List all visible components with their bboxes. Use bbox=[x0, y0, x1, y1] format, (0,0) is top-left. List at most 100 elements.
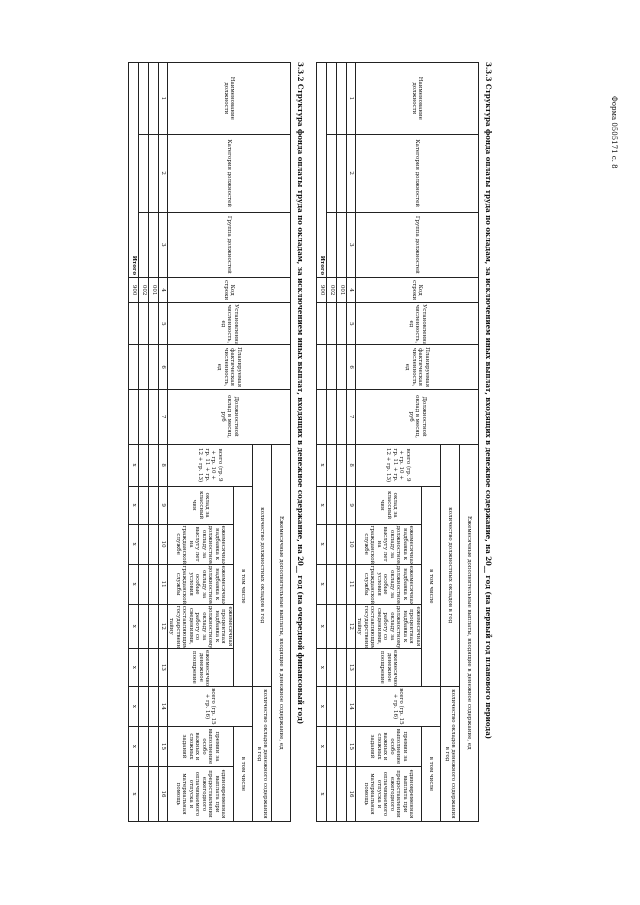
cell-position-category[interactable] bbox=[138, 134, 149, 213]
col-header-class-rank: оклад за классный чин bbox=[355, 486, 422, 525]
col-number: 14 bbox=[158, 686, 168, 727]
cell-value[interactable] bbox=[138, 648, 149, 687]
cell-value[interactable] bbox=[326, 766, 337, 822]
salary-structure-table-2: Наименование должности Категория должнос… bbox=[316, 62, 479, 822]
cell-value[interactable] bbox=[326, 648, 337, 687]
cell-position-name[interactable] bbox=[326, 62, 337, 135]
cell-value[interactable] bbox=[326, 389, 337, 445]
cell-value[interactable] bbox=[138, 444, 149, 487]
table-caption: 3.3.3 Структура фонда оплаты труда по ок… bbox=[484, 62, 493, 740]
cell-value[interactable] bbox=[128, 344, 139, 390]
cell-value[interactable] bbox=[148, 389, 159, 445]
cell-value[interactable] bbox=[326, 302, 337, 345]
cell-value[interactable] bbox=[326, 344, 337, 390]
col-number: 15 bbox=[158, 726, 168, 767]
cell-position-category[interactable] bbox=[148, 134, 159, 213]
cell-value[interactable] bbox=[128, 302, 139, 345]
cell-position-name[interactable] bbox=[148, 62, 159, 135]
col-header-bonus: ежемесячное денежное поощрение bbox=[355, 648, 422, 687]
cell-position-name[interactable] bbox=[138, 62, 149, 135]
cell-value[interactable] bbox=[138, 686, 149, 727]
col-number: 1 bbox=[346, 62, 356, 135]
col-header-in-that-number: в том числе bbox=[233, 486, 253, 687]
total-label: Итого bbox=[316, 62, 327, 278]
col-header-established-staff: Установленная численность, ед bbox=[167, 302, 291, 345]
cell-value[interactable] bbox=[148, 524, 159, 565]
cell-value[interactable] bbox=[316, 344, 327, 390]
cell-position-group[interactable] bbox=[148, 212, 159, 278]
col-header-class-rank: оклад за классный чин bbox=[167, 486, 234, 525]
cell-value[interactable] bbox=[326, 486, 337, 525]
cell-value[interactable] bbox=[326, 564, 337, 605]
col-number: 11 bbox=[158, 564, 168, 605]
cell-value[interactable] bbox=[336, 686, 347, 727]
total-row: Итого 900 x x x x x x x x x bbox=[128, 62, 139, 822]
cell-value[interactable] bbox=[148, 766, 159, 822]
col-header-premium: премии за выполнение особо важных и слож… bbox=[167, 726, 234, 767]
cell-position-group[interactable] bbox=[138, 212, 149, 278]
cell-value[interactable] bbox=[336, 444, 347, 487]
cell-mark: x bbox=[316, 686, 327, 727]
cell-value[interactable] bbox=[326, 686, 337, 727]
table-row: 002 bbox=[326, 62, 337, 822]
cell-position-name[interactable] bbox=[336, 62, 347, 135]
col-header-special-conditions: ежемесячная надбавка к должностному окла… bbox=[167, 564, 234, 605]
cell-value[interactable] bbox=[316, 302, 327, 345]
cell-value[interactable] bbox=[336, 726, 347, 767]
cell-value[interactable] bbox=[148, 604, 159, 649]
cell-value[interactable] bbox=[138, 344, 149, 390]
cell-value[interactable] bbox=[336, 524, 347, 565]
cell-position-category[interactable] bbox=[336, 134, 347, 213]
cell-value[interactable] bbox=[128, 389, 139, 445]
col-number: 9 bbox=[158, 486, 168, 525]
cell-value[interactable] bbox=[336, 389, 347, 445]
cell-value[interactable] bbox=[336, 564, 347, 605]
col-number: 16 bbox=[346, 766, 356, 822]
cell-value[interactable] bbox=[336, 486, 347, 525]
cell-mark: x bbox=[128, 486, 139, 525]
col-number: 6 bbox=[346, 344, 356, 390]
cell-value[interactable] bbox=[336, 766, 347, 822]
col-header-in-that-number-right: в том числе bbox=[421, 726, 441, 822]
cell-value[interactable] bbox=[336, 344, 347, 390]
cell-value[interactable] bbox=[326, 444, 337, 487]
col-number: 5 bbox=[158, 302, 168, 345]
col-header-position-category: Категория должностей bbox=[167, 134, 291, 213]
col-header-position-group: Группа должностей bbox=[167, 212, 291, 278]
cell-value[interactable] bbox=[138, 604, 149, 649]
cell-value[interactable] bbox=[326, 604, 337, 649]
cell-value[interactable] bbox=[138, 726, 149, 767]
cell-value[interactable] bbox=[148, 344, 159, 390]
cell-position-category[interactable] bbox=[326, 134, 337, 213]
table-block-2: 3.3.3 Структура фонда оплаты труда по ок… bbox=[316, 62, 493, 822]
cell-value[interactable] bbox=[316, 389, 327, 445]
cell-value[interactable] bbox=[138, 524, 149, 565]
col-header-count-salaries-pay: количество окладов денежного содержания … bbox=[252, 686, 272, 822]
cell-value[interactable] bbox=[326, 726, 337, 767]
cell-value[interactable] bbox=[336, 302, 347, 345]
cell-value[interactable] bbox=[148, 564, 159, 605]
cell-value[interactable] bbox=[326, 524, 337, 565]
cell-position-group[interactable] bbox=[336, 212, 347, 278]
cell-value[interactable] bbox=[148, 648, 159, 687]
cell-value[interactable] bbox=[148, 486, 159, 525]
cell-position-group[interactable] bbox=[326, 212, 337, 278]
table-caption: 3.3.2 Структура фонда оплаты труда по ок… bbox=[296, 62, 305, 725]
cell-value[interactable] bbox=[148, 444, 159, 487]
cell-value[interactable] bbox=[148, 686, 159, 727]
cell-value[interactable] bbox=[138, 302, 149, 345]
col-header-position-group: Группа должностей bbox=[355, 212, 479, 278]
cell-value[interactable] bbox=[138, 486, 149, 525]
col-header-salary: Должностной оклад в месяц, руб bbox=[355, 389, 479, 445]
cell-value[interactable] bbox=[138, 766, 149, 822]
cell-value[interactable] bbox=[148, 302, 159, 345]
cell-value[interactable] bbox=[138, 389, 149, 445]
cell-mark: x bbox=[128, 726, 139, 767]
cell-value[interactable] bbox=[336, 604, 347, 649]
cell-value[interactable] bbox=[336, 648, 347, 687]
cell-value[interactable] bbox=[148, 726, 159, 767]
cell-mark: x bbox=[128, 524, 139, 565]
col-number: 16 bbox=[158, 766, 168, 822]
cell-value[interactable] bbox=[138, 564, 149, 605]
cell-row-code: 900 bbox=[316, 277, 327, 303]
